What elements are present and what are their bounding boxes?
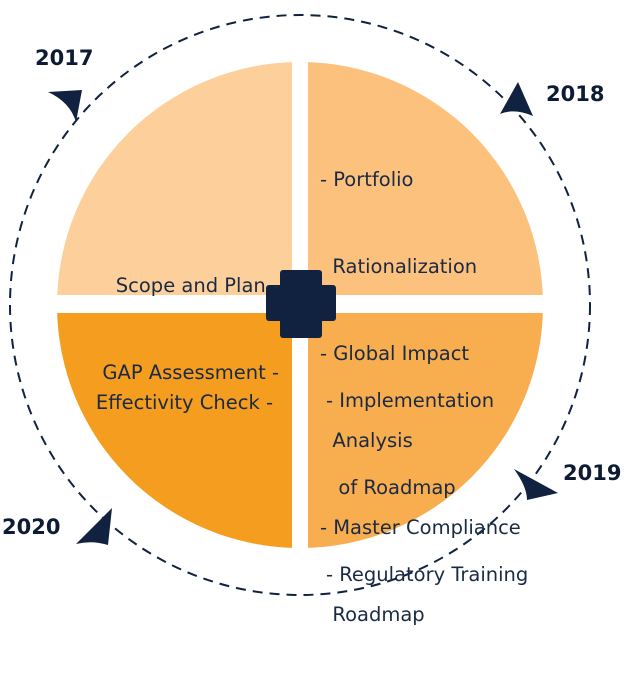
- quadrant-bottom-right-text: - Implementation of Roadmap - Regulatory…: [326, 328, 528, 647]
- arrowhead-icon-2017: [48, 90, 82, 122]
- text-line: - Portfolio: [320, 168, 414, 191]
- text-line: of Roadmap: [326, 476, 456, 499]
- text-line: - Global Impact: [320, 342, 470, 365]
- text-line: - Implementation: [326, 389, 495, 412]
- year-label-2017: 2017: [35, 46, 94, 70]
- cycle-diagram: 2017 2018 2019 2020 Scope and Plan - GAP…: [2, 14, 622, 626]
- text-line: Scope and Plan -: [115, 274, 279, 297]
- text-line: Effectivity Check -: [95, 391, 273, 414]
- arrowhead-icon-2019: [514, 469, 558, 500]
- year-label-2020: 2020: [2, 515, 61, 539]
- text-line: GAP Assessment -: [102, 361, 279, 384]
- text-line: Rationalization: [320, 255, 478, 278]
- text-line: - Master Compliance: [320, 516, 521, 539]
- text-line: Analysis: [320, 429, 413, 452]
- quadrant-bottom-left-text: Effectivity Check -: [96, 330, 273, 475]
- arrowhead-icon-2020: [76, 508, 112, 545]
- text-line: - Regulatory Training: [326, 563, 529, 586]
- cycle-dashed-ring: [9, 14, 591, 596]
- plus-icon: [266, 270, 336, 338]
- quadrant-top-left-text: Scope and Plan - GAP Assessment -: [102, 213, 279, 445]
- arrowhead-icon-2018: [500, 82, 533, 116]
- year-label-2019: 2019: [563, 461, 622, 485]
- cycle-graphic: [9, 14, 591, 596]
- year-label-2018: 2018: [546, 82, 605, 106]
